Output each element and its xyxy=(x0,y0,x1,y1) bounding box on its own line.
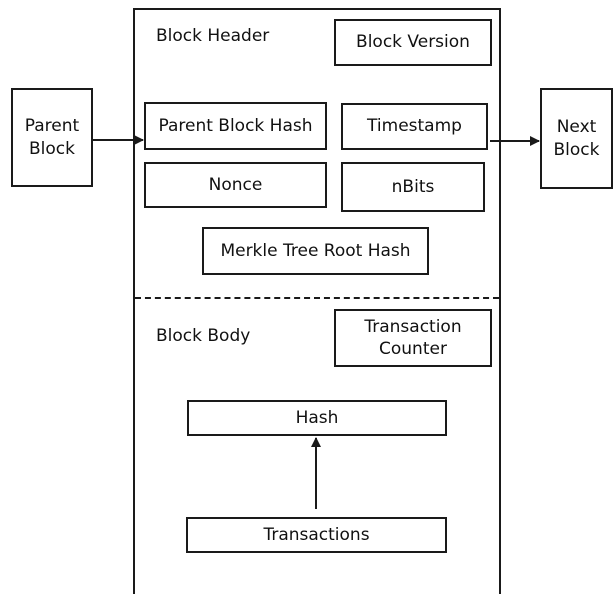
transactions-box: Transactions xyxy=(186,517,447,553)
nbits-label: nBits xyxy=(391,176,435,197)
parent-block-box: Parent Block xyxy=(11,88,93,187)
parent-block-hash-box: Parent Block Hash xyxy=(144,102,327,150)
hash-box: Hash xyxy=(187,400,447,436)
next-block-box: Next Block xyxy=(540,88,613,189)
timestamp-label: Timestamp xyxy=(367,116,462,137)
transactions-label: Transactions xyxy=(263,524,370,545)
merkle-root-box: Merkle Tree Root Hash xyxy=(202,227,429,275)
next-block-label: Next Block xyxy=(553,117,600,160)
transaction-counter-label: Transaction Counter xyxy=(364,316,462,359)
transaction-counter-box: Transaction Counter xyxy=(334,309,492,367)
nonce-box: Nonce xyxy=(144,162,327,208)
hash-label: Hash xyxy=(295,407,339,428)
block-body-title: Block Body xyxy=(156,326,251,346)
block-header-title: Block Header xyxy=(156,26,270,46)
nonce-label: Nonce xyxy=(208,174,263,195)
block-frame xyxy=(133,8,501,594)
parent-block-label: Parent Block xyxy=(24,116,80,159)
parent-block-hash-label: Parent Block Hash xyxy=(158,115,313,136)
nbits-box: nBits xyxy=(341,162,485,212)
merkle-root-label: Merkle Tree Root Hash xyxy=(220,240,411,261)
block-version-box: Block Version xyxy=(334,19,492,66)
block-version-label: Block Version xyxy=(356,32,470,53)
header-body-divider xyxy=(135,297,499,299)
timestamp-box: Timestamp xyxy=(341,103,488,150)
